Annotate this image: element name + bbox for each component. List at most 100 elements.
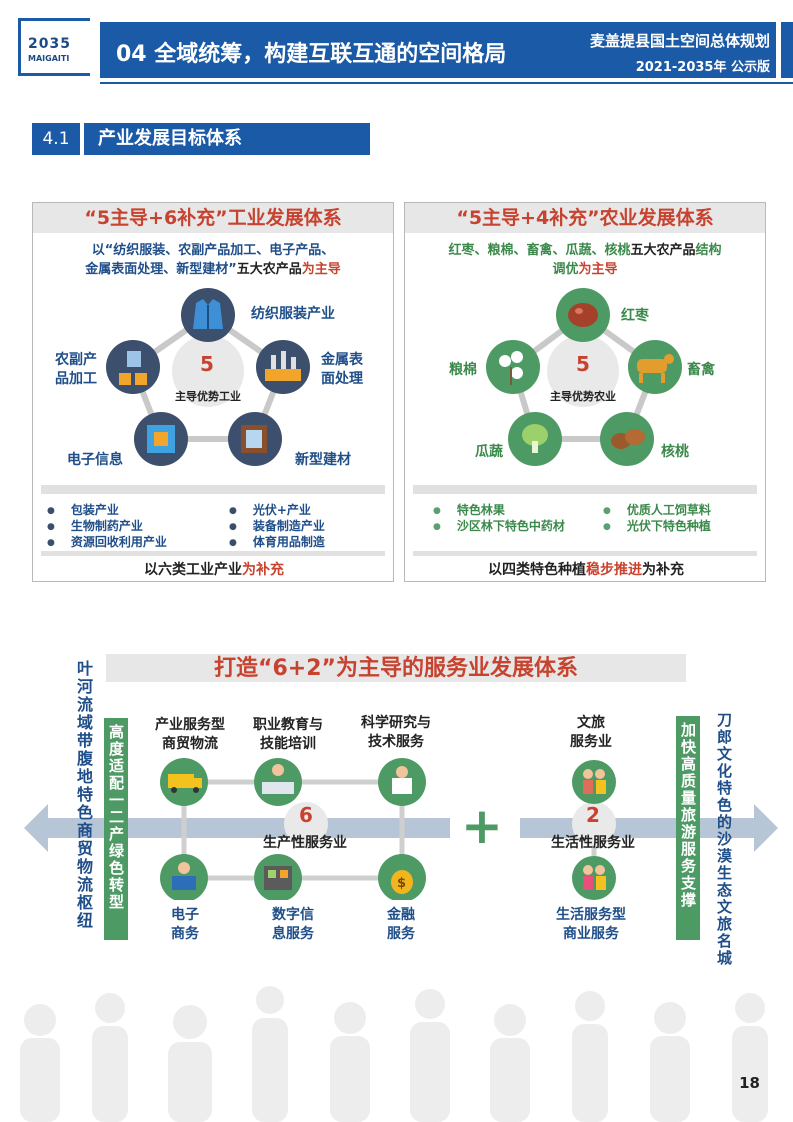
crowd-silhouette-background: [20, 986, 768, 1122]
plus-sign: +: [461, 797, 503, 855]
industry-intro-line2: 金属表面处理、新型建材”五大农产品为主导: [33, 260, 393, 279]
producer-bottom-label: 电子商务: [140, 906, 230, 944]
agriculture-footer-part: 为补充: [642, 562, 684, 578]
industry-panel: “5主导+6补充”工业发展体系 以“纺织服装、农副产品加工、电子产品、 金属表面…: [32, 202, 394, 582]
logistics-icon: [160, 758, 208, 806]
page-title: 04 全域统筹，构建互联互通的空间格局: [116, 42, 507, 67]
label-line: 服务业: [570, 734, 612, 750]
agriculture-supplement: 特色林果: [433, 501, 505, 518]
producer-bottom-label: 金融服务: [356, 906, 446, 944]
life-commerce-icon: [572, 856, 616, 900]
label-line: 数字信: [272, 907, 314, 923]
producer-center-label: 生产性服务业: [263, 835, 347, 851]
vegetable-icon: [508, 412, 562, 466]
logo-frame: [18, 18, 90, 76]
logo-subtitle: MAIGAITI: [28, 54, 70, 63]
agriculture-intro-part: 结构: [695, 243, 722, 258]
industry-divider-bottom: [41, 551, 385, 556]
header-bar: [100, 22, 776, 78]
cotton-icon: [486, 340, 540, 394]
industry-footer-part: 以六类工业产业: [144, 562, 242, 578]
services-title-background: [106, 654, 686, 682]
industry-intro-line1: 以“纺织服装、农副产品加工、电子产品、: [91, 243, 335, 258]
svg-text:$: $: [397, 876, 406, 891]
research-icon: [378, 758, 426, 806]
industry-supplement: 装备制造产业: [229, 517, 325, 534]
producer-top-label: 职业教育与技能培训: [238, 716, 338, 754]
agri-processing-icon: [106, 340, 160, 394]
industry-node-electronic: 电子信息: [67, 452, 123, 468]
left-arrow-shape: [24, 804, 450, 852]
industry-node-agri-line: 品加工: [55, 371, 97, 387]
label-line: 技能培训: [260, 736, 316, 752]
industry-intro-part: 金属表面处理、新型建材”: [85, 262, 237, 277]
industry-supplement: 包装产业: [47, 501, 119, 518]
industry-node-agri: 农副产品加工: [55, 351, 97, 389]
industry-node-textile: 纺织服装产业: [251, 306, 335, 322]
right-vertical-banner: 刀郎文化特色的沙漠生态文旅名城: [715, 712, 733, 967]
agriculture-intro-part: 调优: [552, 262, 579, 277]
agriculture-node-walnut: 核桃: [661, 444, 689, 460]
producer-top-label: 产业服务型商贸物流: [140, 716, 240, 754]
industry-node-agri-line: 农副产: [55, 352, 97, 368]
producer-bottom-label: 数字信息服务: [248, 906, 338, 944]
agriculture-divider: [413, 485, 757, 494]
digital-info-icon: [254, 854, 302, 900]
industry-node-building: 新型建材: [295, 452, 351, 468]
agriculture-intro-lead: 为主导: [578, 262, 618, 277]
industry-center-number: 5: [200, 352, 214, 376]
label-line: 电子: [171, 907, 199, 923]
agriculture-node-jujube: 红枣: [621, 308, 649, 324]
agriculture-intro-highlight: 五大农产品: [630, 243, 696, 258]
livestock-icon: [628, 340, 682, 394]
agriculture-panel-title: “5主导+4补充”农业发展体系: [405, 203, 765, 233]
agriculture-node-livestock: 畜禽: [687, 362, 715, 378]
life-bottom-label: 生活服务型商业服务: [536, 906, 646, 944]
jujube-icon: [556, 288, 610, 342]
life-center-circle: [572, 802, 616, 846]
label-line: 文旅: [577, 715, 605, 731]
industry-supplement: 体育用品制造: [229, 533, 325, 550]
left-green-banner: 高度适配一二产绿色转型: [104, 718, 128, 940]
agriculture-center-number: 5: [576, 352, 590, 376]
label-line: 服务: [387, 926, 415, 942]
label-line: 商业服务: [563, 926, 619, 942]
label-line: 科学研究与: [361, 715, 431, 731]
label-line: 职业教育与: [253, 717, 323, 733]
agriculture-supplement: 光伏下特色种植: [603, 517, 711, 534]
plan-period: 2021-2035年 公示版: [635, 60, 770, 75]
agriculture-supplement: 沙区林下特色中药材: [433, 517, 565, 534]
metal-icon: [256, 340, 310, 394]
agriculture-footer-part: 以四类特色种植: [488, 562, 586, 578]
life-services-diagram: [572, 760, 616, 900]
label-line: 商贸物流: [162, 736, 218, 752]
industry-supplement: 资源回收利用产业: [47, 533, 167, 550]
ecommerce-icon: [160, 854, 208, 900]
agriculture-divider-bottom: [413, 551, 757, 556]
agriculture-pentagon-diagram: [486, 288, 682, 466]
page-number: 18: [739, 1074, 760, 1092]
textile-icon: [181, 288, 235, 342]
right-green-banner: 加快高质量旅游服务支撑: [676, 716, 700, 940]
tourism-icon: [572, 760, 616, 804]
life-center-number: 2: [586, 803, 600, 827]
industry-center-circle: [172, 335, 244, 407]
label-line: 技术服务: [368, 734, 424, 750]
industry-intro: 以“纺织服装、农副产品加工、电子产品、 金属表面处理、新型建材”五大农产品为主导: [33, 241, 393, 279]
training-icon: [254, 758, 302, 806]
walnut-icon: [600, 412, 654, 466]
agriculture-center-circle: [547, 335, 619, 407]
header-edge: [781, 22, 793, 78]
agriculture-panel: “5主导+4补充”农业发展体系 红枣、粮棉、畜禽、瓜蔬、核桃五大农产品结构 调优…: [404, 202, 766, 582]
electronic-icon: [134, 412, 188, 466]
agriculture-footer: 以四类特色种植稳步推进为补充: [405, 559, 767, 579]
agriculture-intro-line2: 调优为主导: [405, 260, 765, 279]
agriculture-supplement: 优质人工饲草料: [603, 501, 711, 518]
label-line: 金融: [387, 907, 415, 923]
logo-year: 2035: [28, 36, 71, 52]
building-material-icon: [228, 412, 282, 466]
industry-node-metal-line: 金属表: [321, 352, 363, 368]
industry-center-label: 主导优势工业: [175, 390, 241, 403]
industry-intro-lead: 为主导: [301, 262, 341, 277]
industry-divider: [41, 485, 385, 494]
